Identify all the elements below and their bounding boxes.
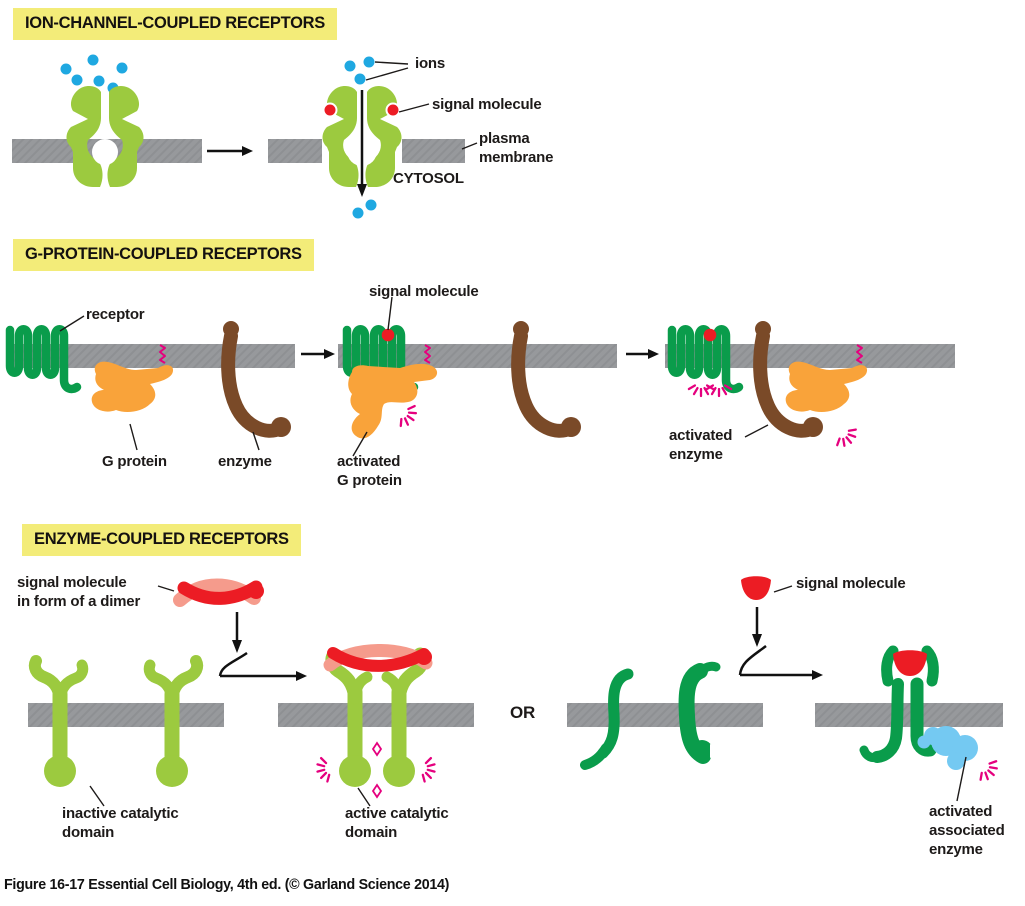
activated-associated-enzyme-blob (917, 726, 978, 770)
gpcr-panel-1 (8, 315, 295, 451)
label-ions: ions (415, 55, 446, 72)
enzyme-coupled-or-active-panel (815, 645, 1003, 802)
label-cytosol: CYTOSOL (393, 170, 464, 187)
pointer-line (357, 787, 371, 807)
enzyme-coupled-or-inactive-panel (567, 661, 763, 770)
label-receptor: receptor (86, 306, 145, 323)
plasma-membrane-bar (567, 703, 763, 727)
pointer-lines-ion (365, 61, 478, 150)
activation-burst (313, 756, 332, 785)
merge-arrow-right (738, 607, 823, 680)
enzyme-hook (513, 321, 581, 437)
bound-signal-dimer (323, 644, 433, 672)
section-title-enzyme-coupled: ENZYME-COUPLED RECEPTORS (22, 524, 301, 556)
label-signal-dimer: signal molecule in form of a dimer (17, 574, 141, 611)
enzyme-coupled-inactive-panel (28, 661, 224, 807)
figure-caption: Figure 16-17 Essential Cell Biology, 4th… (4, 876, 450, 893)
gpcr-receptor (10, 329, 77, 389)
pointer-line (744, 424, 769, 438)
plasma-membrane-bar (268, 139, 322, 163)
transition-arrow-gpcr-1 (301, 349, 335, 359)
activation-burst (976, 757, 1003, 786)
ion-dots-below (352, 199, 377, 219)
label-activated-enzyme: activated enzyme (669, 427, 733, 464)
gpcr-panel-3 (665, 321, 955, 452)
plasma-membrane-bar (402, 139, 465, 163)
activation-burst (420, 756, 439, 785)
label-g-protein: G protein (102, 453, 167, 470)
pointer-lines-gpcr1 (59, 315, 260, 451)
g-protein-blob (91, 361, 174, 412)
g-protein-blob (785, 361, 868, 412)
pointer-line (956, 756, 967, 802)
signal-dimer (157, 578, 264, 607)
label-signal-molecule-right: signal molecule (796, 575, 906, 592)
ion-dots-above (344, 56, 375, 85)
signal-molecule-dots (322, 102, 401, 118)
signal-molecule-dot (381, 328, 395, 342)
gpcr-panel-2 (338, 296, 617, 457)
label-signal-molecule-ion: signal molecule (432, 96, 542, 113)
ion-channel-panel-after (268, 56, 478, 219)
label-signal-molecule-gpcr: signal molecule (369, 283, 479, 300)
label-activated-associated-enzyme: activated associated enzyme (929, 803, 1005, 859)
activation-diamonds (371, 741, 383, 799)
enzyme-hook (223, 321, 291, 437)
pointer-lines-gpcr2 (352, 296, 393, 457)
pointer-line (89, 785, 105, 807)
label-plasma-membrane: plasma membrane (479, 130, 554, 167)
label-active-catalytic-domain: active catalytic domain (345, 805, 449, 842)
plasma-membrane-bar (815, 703, 1003, 727)
label-enzyme: enzyme (218, 453, 272, 470)
activated-g-protein-blob (348, 363, 438, 439)
label-or: OR (510, 703, 536, 722)
receptor-half-right (678, 661, 723, 764)
activation-burst (833, 425, 862, 452)
bound-signal-cup (893, 650, 927, 676)
ion-channel-panel-before (12, 54, 202, 187)
ion-channel-receptor-closed (66, 86, 144, 187)
signal-molecule-dot (703, 328, 717, 342)
ion-flow-arrow (357, 90, 367, 197)
plasma-membrane-bar (278, 703, 474, 727)
signal-molecule-cup (741, 576, 793, 600)
enzyme-coupled-active-panel (278, 644, 474, 807)
transition-arrow-ion (207, 146, 253, 156)
label-inactive-catalytic-domain: inactive catalytic domain (62, 805, 179, 842)
merge-arrow-left (218, 612, 307, 681)
receptor-half-left (580, 668, 634, 770)
section-title-g-protein: G-PROTEIN-COUPLED RECEPTORS (13, 239, 314, 271)
transition-arrow-gpcr-2 (626, 349, 659, 359)
label-activated-g-protein: activated G protein (337, 453, 402, 490)
activation-burst (396, 402, 422, 432)
channel-pore (92, 139, 118, 165)
section-title-ion-channel: ION-CHANNEL-COUPLED RECEPTORS (13, 8, 337, 40)
